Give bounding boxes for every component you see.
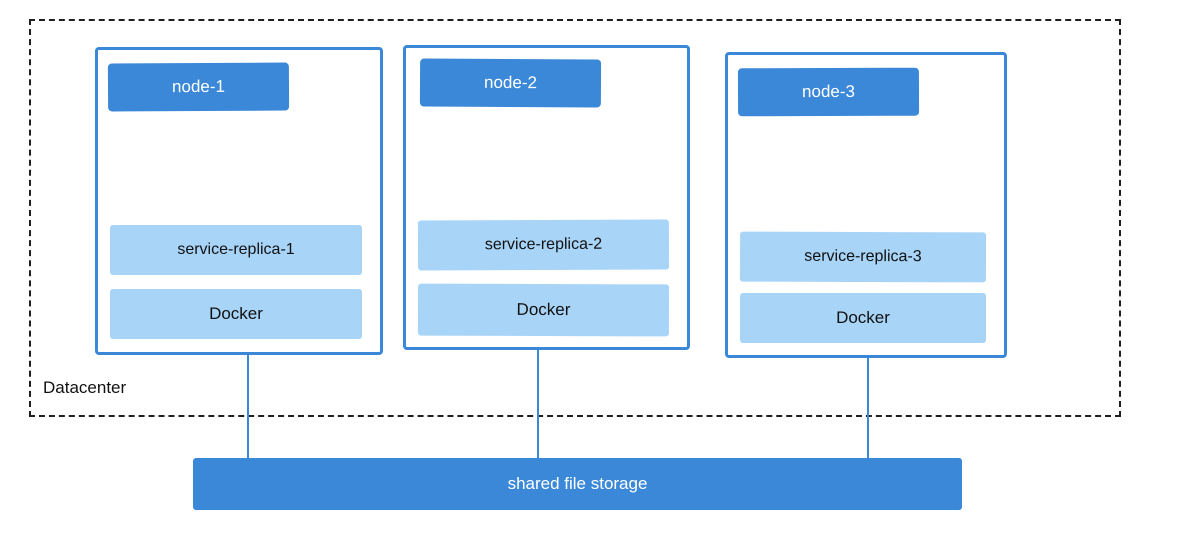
node-1-box: node-1 service-replica-1 Docker [95,47,383,355]
node-2-service-replica-box: service-replica-2 [417,219,670,271]
node-1-storage-connector-line [247,355,249,458]
node-3-title: node-3 [737,67,920,117]
datacenter-label: Datacenter [43,378,127,397]
node-1-service-replica-box: service-replica-1 [110,225,362,275]
node-3-box: node-3 service-replica-3 Docker [725,52,1007,358]
node-3-storage-connector-line [867,358,869,458]
node-2-title: node-2 [419,58,602,108]
shared-file-storage-label: shared file storage [507,474,648,493]
node-2-docker-box: Docker [417,283,670,337]
datacenter-boundary [29,19,1121,417]
node-1-title: node-1 [107,62,290,112]
node-2-box: node-2 service-replica-2 Docker [403,45,690,350]
node-1-docker-box: Docker [110,289,362,339]
node-3-docker-box: Docker [740,293,986,343]
shared-file-storage-bar: shared file storage [193,458,962,510]
node-2-storage-connector-line [537,350,539,458]
node-3-service-replica-box: service-replica-3 [739,231,987,283]
